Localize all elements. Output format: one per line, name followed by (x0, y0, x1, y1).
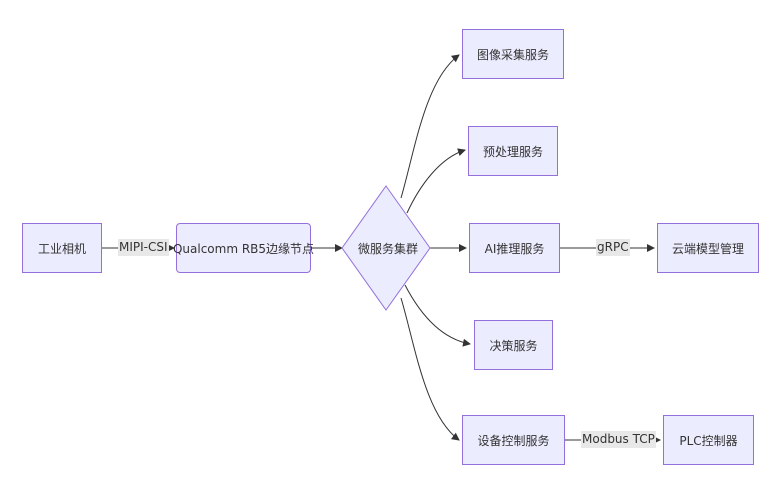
node-device-control: 设备控制服务 (462, 415, 565, 465)
node-decision-label: 决策服务 (489, 338, 538, 353)
node-camera-label: 工业相机 (37, 241, 86, 256)
node-cloud-model: 云端模型管理 (657, 223, 759, 273)
edge-cluster-image-capture (400, 54, 460, 199)
edge-cluster-preprocess (406, 148, 466, 214)
cluster-diamond-shape (341, 185, 431, 311)
node-ai-inference-label: AI推理服务 (484, 241, 545, 256)
node-rb5: Qualcomm RB5边缘节点 (172, 223, 315, 273)
edge-label-mipi-csi: MIPI-CSI (118, 239, 169, 256)
edge-label-modbus-tcp: Modbus TCP (581, 431, 656, 448)
node-preprocess-label: 预处理服务 (482, 144, 543, 159)
node-plc-label: PLC控制器 (679, 433, 738, 448)
node-ai-inference: AI推理服务 (469, 223, 560, 273)
node-cluster-label: 微服务集群 (358, 242, 419, 256)
edge-cluster-decision (404, 284, 471, 347)
node-image-capture-label: 图像采集服务 (476, 47, 549, 62)
node-cloud-model-label: 云端模型管理 (671, 241, 744, 256)
node-preprocess: 预处理服务 (468, 126, 558, 176)
node-camera: 工业相机 (22, 223, 102, 273)
node-rb5-label: Qualcomm RB5边缘节点 (172, 241, 315, 256)
node-decision: 决策服务 (474, 320, 553, 370)
node-device-control-label: 设备控制服务 (477, 433, 550, 448)
node-image-capture: 图像采集服务 (462, 29, 564, 79)
node-plc: PLC控制器 (663, 415, 754, 465)
edge-cluster-device-control (400, 297, 460, 441)
edge-label-grpc: gRPC (596, 239, 630, 256)
